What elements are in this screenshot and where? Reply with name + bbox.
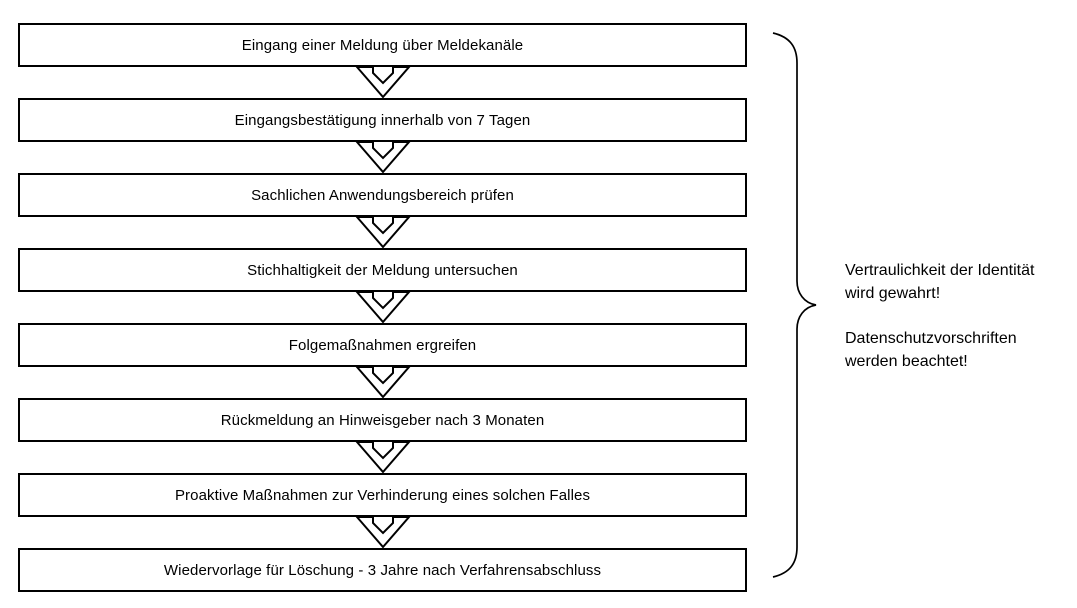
flow-connector-7 [18,516,747,549]
flow-connector-4 [18,291,747,324]
process-step-3-label: Sachlichen Anwendungsbereich prüfen [251,186,514,204]
process-step-5-label: Folgemaßnahmen ergreifen [288,336,477,354]
process-step-1-label: Eingang einer Meldung über Meldekanäle [241,36,524,54]
process-step-4-label: Stichhaltigkeit der Meldung untersuchen [247,261,518,279]
flow-connector-3 [18,216,747,249]
flow-connector-1 [18,66,747,99]
process-step-2: Eingangsbestätigung innerhalb von 7 Tage… [18,98,747,142]
flow-connector-6 [18,441,747,474]
process-flow-column: Eingang einer Meldung über Meldekanäle E… [18,23,747,592]
chevron-down-arrow-icon [354,216,411,249]
side-notes: Vertraulichkeit der Identität wird gewah… [845,259,1077,395]
process-step-5: Folgemaßnahmen ergreifen [18,323,747,367]
chevron-down-arrow-icon [354,516,411,549]
flow-connector-2 [18,141,747,174]
curly-brace-icon [772,32,817,578]
process-step-2-label: Eingangsbestätigung innerhalb von 7 Tage… [234,111,531,129]
chevron-down-arrow-icon [354,366,411,399]
process-step-8: Wiedervorlage für Löschung - 3 Jahre nac… [18,548,747,592]
process-step-4: Stichhaltigkeit der Meldung untersuchen [18,248,747,292]
confidentiality-note: Vertraulichkeit der Identität wird gewah… [845,262,1035,302]
chevron-down-arrow-icon [354,291,411,324]
process-step-6: Rückmeldung an Hinweisgeber nach 3 Monat… [18,398,747,442]
data-protection-note: Datenschutzvorschriften werden beachtet! [845,330,1017,370]
process-step-1: Eingang einer Meldung über Meldekanäle [18,23,747,67]
process-step-6-label: Rückmeldung an Hinweisgeber nach 3 Monat… [220,411,545,429]
chevron-down-arrow-icon [354,441,411,474]
process-step-7: Proaktive Maßnahmen zur Verhinderung ein… [18,473,747,517]
process-step-3: Sachlichen Anwendungsbereich prüfen [18,173,747,217]
process-step-7-label: Proaktive Maßnahmen zur Verhinderung ein… [174,486,591,504]
chevron-down-arrow-icon [354,66,411,99]
chevron-down-arrow-icon [354,141,411,174]
flow-connector-5 [18,366,747,399]
process-step-8-label: Wiedervorlage für Löschung - 3 Jahre nac… [163,561,602,579]
